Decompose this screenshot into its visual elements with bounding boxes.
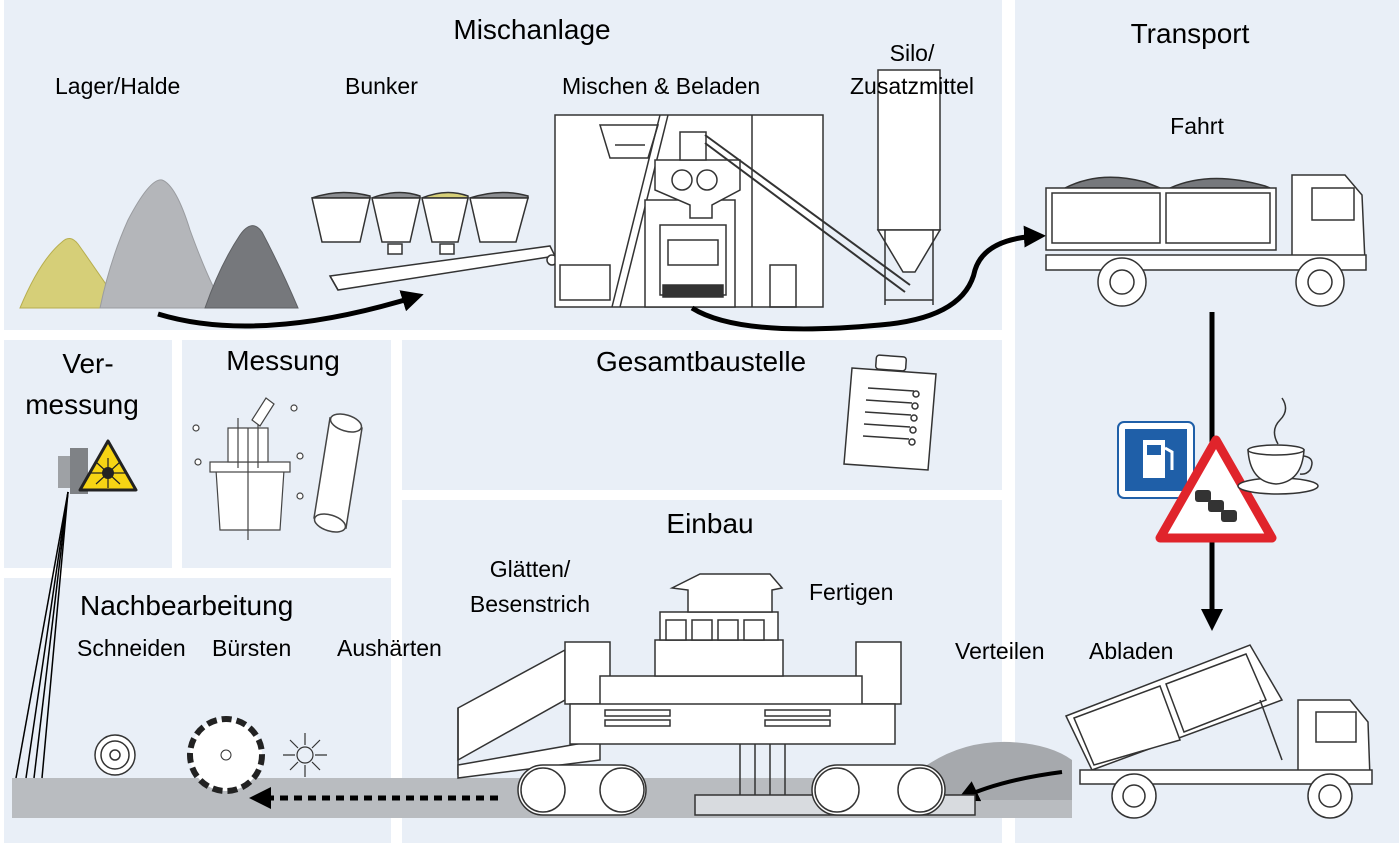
- fahrt-label: Fahrt: [1170, 113, 1224, 139]
- lager-halde-label: Lager/Halde: [55, 73, 181, 99]
- laser-instrument-icon: [58, 439, 138, 494]
- glaetten-label-line2: Besenstrich: [469, 591, 591, 617]
- arrow-plant-to-truck: [690, 225, 1046, 332]
- mischen-beladen-label: Mischen & Beladen: [562, 73, 761, 99]
- nachbearbeitung-title: Nachbearbeitung: [80, 590, 294, 621]
- gravel-pile-light: [99, 179, 226, 309]
- aushaerten-label: Aushärten: [337, 635, 442, 661]
- curing-spray-icon: [283, 733, 327, 777]
- bunker-label: Bunker: [345, 73, 418, 99]
- transport-truck-icon: [1045, 174, 1367, 307]
- gesamtbaustelle-title: Gesamtbaustelle: [596, 346, 807, 377]
- gravel-pile-dark: [204, 225, 299, 309]
- sand-pile: [19, 238, 123, 309]
- silo-label-line2: Zusatzmittel: [850, 73, 974, 99]
- buersten-label: Bürsten: [212, 635, 292, 661]
- fuel-station-sign-icon: [1117, 421, 1195, 499]
- abladen-label: Abladen: [1089, 638, 1174, 664]
- slipform-paver-icon: [457, 573, 976, 816]
- air-content-meter-icon: [192, 397, 304, 540]
- glaetten-label-line1: Glätten/: [489, 556, 571, 582]
- schneiden-label: Schneiden: [77, 635, 186, 661]
- fertigen-label: Fertigen: [809, 579, 894, 605]
- transport-title: Transport: [1130, 18, 1250, 49]
- einbau-title: Einbau: [666, 508, 754, 539]
- coffee-cup-icon: [1237, 397, 1319, 495]
- brush-wheel-icon: [187, 716, 265, 794]
- silo-label-line1: Silo/: [889, 40, 935, 66]
- mischanlage-title: Mischanlage: [453, 14, 611, 45]
- dump-truck-icon: [920, 644, 1373, 819]
- cutting-disc-icon: [94, 734, 136, 776]
- stockpile-icons: [19, 179, 299, 309]
- verteilen-label: Verteilen: [955, 638, 1045, 664]
- laser-beam-lines: [15, 491, 69, 779]
- messung-title: Messung: [226, 345, 340, 376]
- clipboard-icon: [843, 354, 937, 471]
- mixing-plant-icon: [554, 114, 911, 308]
- bunker-icon: [311, 191, 558, 291]
- vermessung-title-line2: messung: [25, 389, 139, 420]
- concrete-cylinder-icon: [313, 413, 363, 533]
- silo-icon: [876, 69, 942, 305]
- arrow-halde-to-bunker: [157, 290, 424, 329]
- vermessung-title-line1: Ver-: [62, 348, 114, 379]
